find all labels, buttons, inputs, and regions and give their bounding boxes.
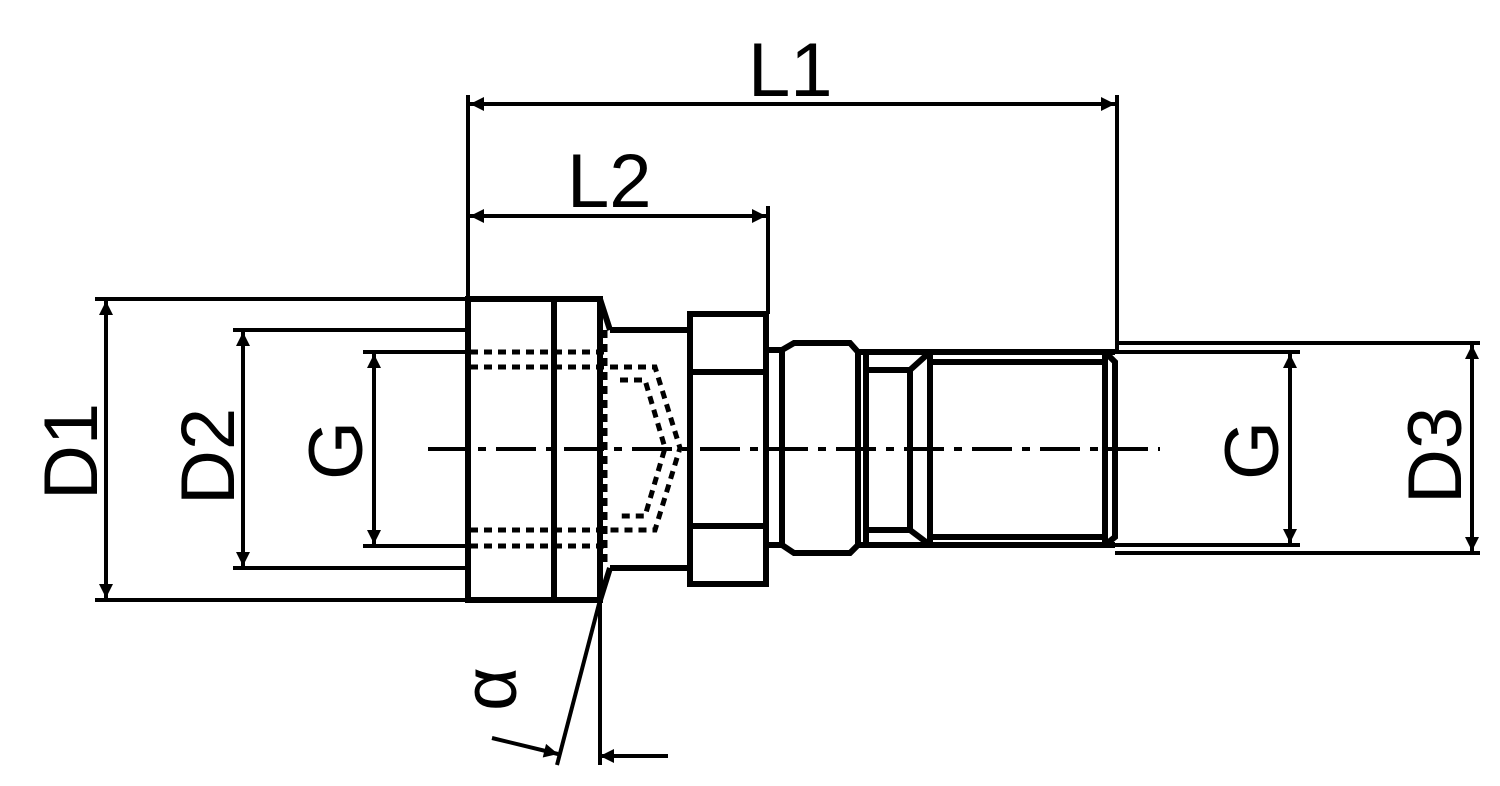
label-D3: D3 [1393, 407, 1478, 504]
hidden-thread [470, 330, 683, 568]
part-body [465, 296, 1118, 603]
label-G-right: G [1210, 421, 1295, 480]
label-G-left: G [294, 421, 379, 480]
label-D1: D1 [29, 403, 114, 500]
label-L2: L2 [567, 139, 652, 224]
dimension-lines [99, 97, 1479, 763]
label-D2: D2 [166, 408, 251, 505]
extension-lines [95, 95, 1480, 766]
label-L1: L1 [748, 28, 833, 113]
label-alpha: α [448, 667, 533, 711]
dim-alpha-left [491, 736, 559, 758]
